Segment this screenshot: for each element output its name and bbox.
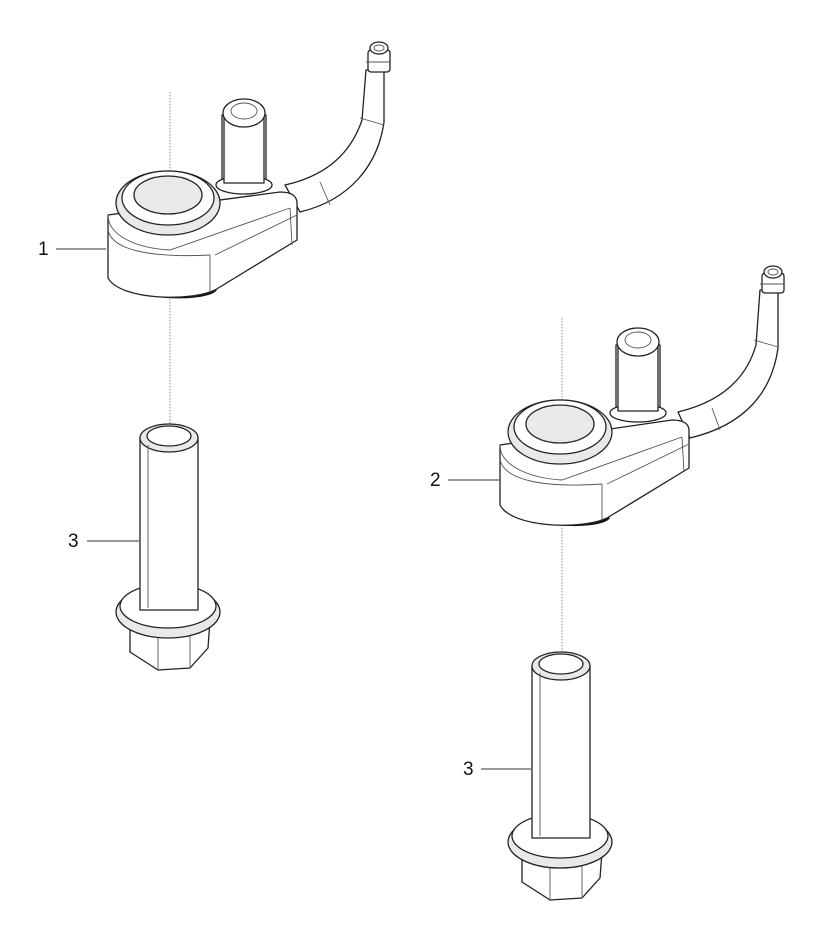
callout-label-1: 1 <box>38 239 49 260</box>
fitting-block-1 <box>107 41 391 299</box>
right-assembly <box>499 265 785 901</box>
fitting-block-2 <box>499 265 785 527</box>
bolt-3-right <box>507 651 613 901</box>
callout-label-3-left: 3 <box>68 531 79 552</box>
pipe-2 <box>677 289 779 439</box>
pipe-1 <box>284 69 385 213</box>
left-assembly <box>107 41 391 671</box>
callout-label-3-right: 3 <box>463 759 474 780</box>
callout-label-2: 2 <box>430 470 441 491</box>
bolt-3-left <box>115 423 221 671</box>
